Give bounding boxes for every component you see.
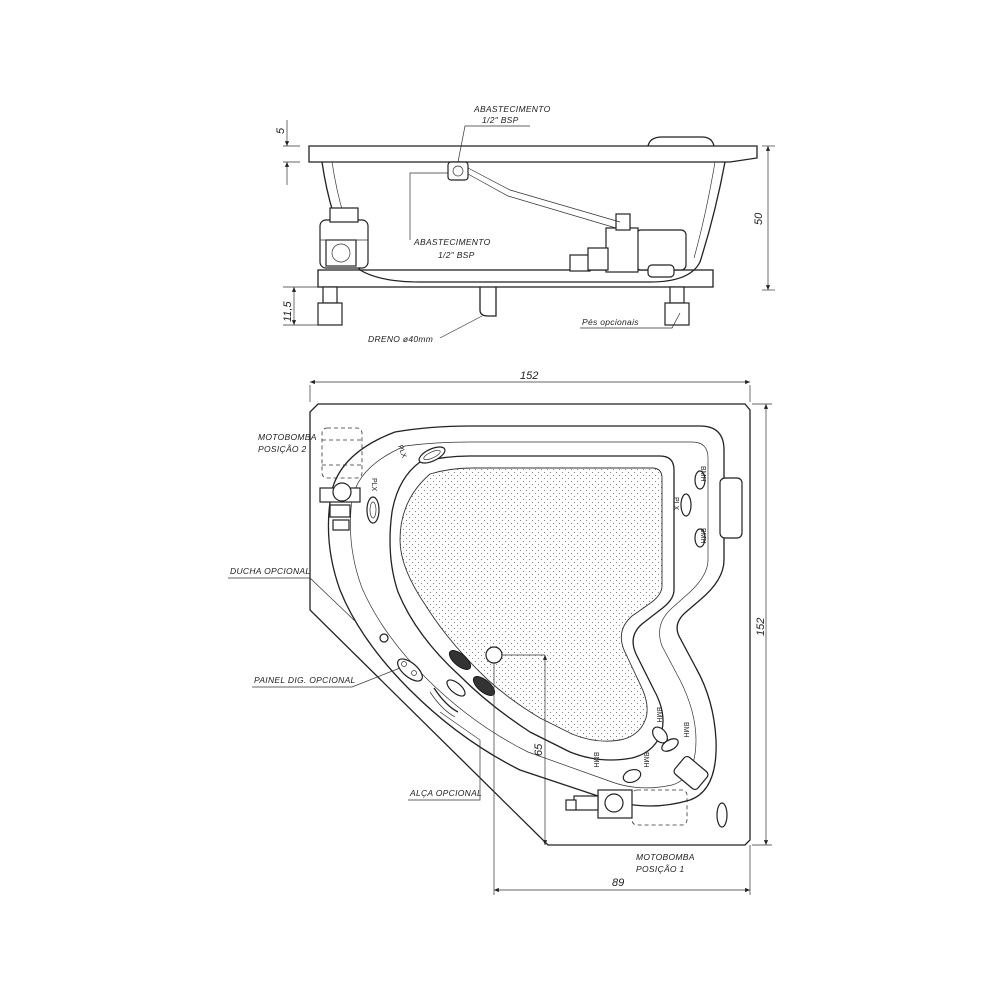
jet-dark-1 xyxy=(448,650,472,670)
feet-label: Pés opcionais xyxy=(582,317,639,327)
jet-bmh-6 xyxy=(716,802,728,828)
grab-handle xyxy=(433,687,459,713)
dim-drain-x-text: 89 xyxy=(612,877,624,889)
jet-bmh-label-5: BMH xyxy=(642,752,649,768)
supply-top-label-1: ABASTECIMENTO xyxy=(473,104,551,114)
handle-label: ALÇA OPCIONAL xyxy=(409,788,482,798)
foot-right xyxy=(664,286,690,326)
dim-drain-89 xyxy=(493,663,751,895)
pump-side-right xyxy=(569,213,687,278)
pump-pos1-label-1: MOTOBOMBA xyxy=(636,852,695,862)
pump-pos2-label-1: MOTOBOMBA xyxy=(258,432,317,442)
jet-bmh-5 xyxy=(622,768,642,784)
tub-rim-plan xyxy=(327,425,725,807)
drain-pipe xyxy=(479,287,497,317)
jet-bmh-1 xyxy=(694,470,706,490)
supply-top-label-2: 1/2" BSP xyxy=(482,115,519,125)
headrest xyxy=(647,136,715,147)
headrest-plan xyxy=(719,477,743,539)
panel-label: PAINEL DIG. OPCIONAL xyxy=(254,675,356,685)
drain-hole xyxy=(485,646,503,664)
side-view: ABASTECIMENTO 1/2" BSP ABASTECIMENTO 1/2… xyxy=(275,104,775,344)
tub-rim xyxy=(308,145,758,163)
jet-bmh-2 xyxy=(694,528,706,548)
pump-position-2 xyxy=(319,427,363,531)
jet-bmh-label-2: BMH xyxy=(699,528,706,544)
supply-mid-label-1: ABASTECIMENTO xyxy=(413,237,491,247)
shower-label: DUCHA OPCIONAL xyxy=(230,566,310,576)
jet-plx-1 xyxy=(418,446,446,464)
pump-pos2-label-2: POSIÇÃO 2 xyxy=(258,444,307,454)
jet-plx-label-3: PLX xyxy=(672,497,679,511)
dim-feet-text: 11,5 xyxy=(282,301,294,322)
dim-height-text: 50 xyxy=(753,212,765,225)
dim-height-50 xyxy=(762,145,775,291)
supply-mid-label-2: 1/2" BSP xyxy=(438,250,475,260)
dim-depth-text: 152 xyxy=(755,618,767,636)
shower-outlet xyxy=(379,633,389,643)
tub-well xyxy=(389,455,675,761)
jet-plx-3 xyxy=(680,493,692,517)
pump-position-1 xyxy=(565,789,688,826)
jet-plx-label-1: PLX xyxy=(396,444,407,459)
jet-plx-label-2: PLX xyxy=(370,478,377,492)
foot-left xyxy=(317,286,343,326)
jet-plx-2 xyxy=(366,496,380,524)
jet-bmh-4 xyxy=(661,738,679,752)
pump-side-left xyxy=(319,207,369,269)
digital-panel xyxy=(397,658,423,682)
jet-bmh-label-6: BMH xyxy=(592,752,599,768)
jet-bmh-label-3: BMH xyxy=(655,707,662,723)
tub-base xyxy=(317,269,714,288)
pump-pos1-label-2: POSIÇÃO 1 xyxy=(636,864,685,874)
dim-width-text: 152 xyxy=(520,370,538,382)
dim-width-152 xyxy=(309,379,751,402)
drain-label: DRENO ø40mm xyxy=(368,334,433,344)
tub-outline-plan xyxy=(309,403,751,846)
dim-depth-152 xyxy=(752,403,772,846)
dim-feet-11-5 xyxy=(283,286,318,326)
headrest-plan-2 xyxy=(673,755,709,791)
plan-view: 152 152 65 89 MOTOBOMBA POSIÇÃO 2 MOTOBO… xyxy=(228,370,772,895)
jet-bmh-label-4: BMH xyxy=(682,722,689,738)
tub-floor-texture xyxy=(399,467,663,742)
jet-bmh-label-1: BMH xyxy=(699,466,706,482)
supply-fitting xyxy=(447,161,469,181)
dim-drain-y-text: 65 xyxy=(533,743,545,756)
dim-rim-5 xyxy=(283,120,300,185)
dim-rim-text: 5 xyxy=(275,127,287,134)
